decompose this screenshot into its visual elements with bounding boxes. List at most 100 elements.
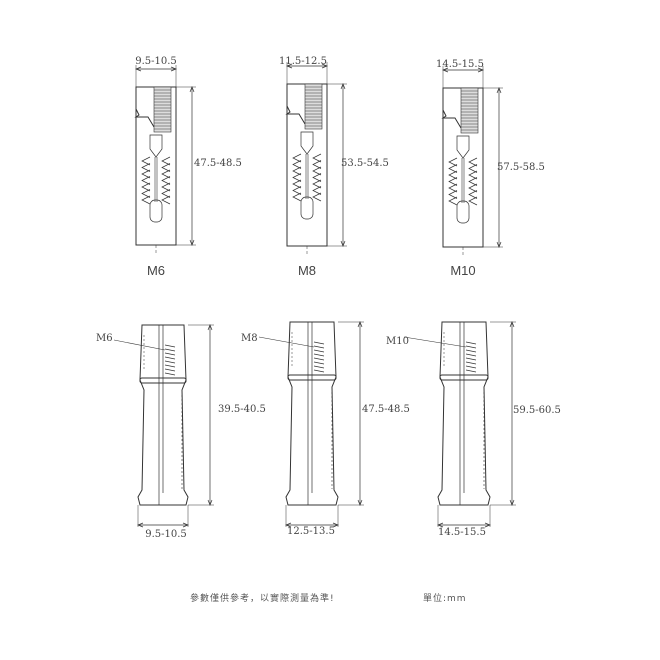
top-anchor-2 [441, 66, 503, 257]
rib-right [468, 190, 478, 199]
thread [465, 361, 477, 365]
width-dimension-arrow [437, 522, 491, 528]
rib-left [141, 189, 151, 198]
top-m10-label: M10 [450, 263, 475, 278]
rib-left [292, 179, 302, 189]
thread [164, 372, 176, 376]
rib-left [141, 182, 151, 192]
cone-slot [300, 131, 314, 155]
top-m8-width: 11.5-12.5 [279, 56, 327, 67]
width-dimension-arrow [137, 522, 189, 528]
length-dimension-arrow [496, 87, 502, 248]
rib-right [312, 160, 322, 169]
rib-left [292, 160, 302, 169]
leader-line [403, 336, 467, 348]
bottom-anchor-1 [258, 321, 364, 528]
width-dimension-arrow [135, 66, 177, 72]
anchor-cut [441, 109, 462, 129]
width-dimension-arrow [285, 522, 339, 528]
thread [313, 365, 325, 369]
thread [164, 344, 176, 348]
rib-right [312, 153, 322, 163]
rib-right [468, 183, 478, 193]
rib-right [468, 164, 478, 173]
rib-left [292, 173, 302, 182]
rib-left [292, 186, 302, 195]
rib-left [292, 192, 302, 202]
top-m10-length: 57.5-58.5 [497, 162, 545, 173]
thread [313, 369, 325, 373]
bottom-m6-width: 9.5-10.5 [145, 529, 187, 540]
thread [313, 349, 325, 353]
thread [164, 360, 176, 364]
bottom-slot [456, 200, 470, 224]
thread [465, 357, 477, 361]
bottom-slot [149, 199, 163, 223]
bottom-m8-width: 12.5-13.5 [287, 526, 335, 537]
rib-right [312, 186, 322, 195]
bottom-m6-length: 39.5-40.5 [218, 404, 266, 415]
rib-right [161, 182, 171, 192]
top-m8-length: 53.5-54.5 [341, 158, 389, 169]
bottom-m8-length: 47.5-48.5 [362, 404, 410, 415]
thread-section [153, 86, 172, 133]
rib-left [448, 196, 458, 206]
bottom-anchor-0 [113, 324, 214, 528]
thread [465, 345, 477, 349]
top-m10-width: 14.5-15.5 [436, 59, 484, 70]
rib-left [141, 163, 151, 172]
thread [465, 353, 477, 357]
footer-unit: 單位:mm [423, 594, 467, 604]
footer-note: 參數僅供參考，以實際測量為準! [190, 594, 335, 604]
width-dimension-arrow [286, 63, 328, 69]
top-anchor-1 [285, 62, 347, 256]
thread [313, 341, 325, 345]
leader-line [113, 339, 166, 351]
rib-left [448, 183, 458, 193]
length-dimension-arrow [189, 86, 195, 246]
thread [465, 369, 477, 373]
thread [465, 365, 477, 369]
thread [164, 348, 176, 352]
anchor-cut [134, 108, 155, 128]
length-dimension-arrow [357, 321, 363, 506]
thread [465, 341, 477, 345]
thread [313, 361, 325, 365]
top-m6-length: 47.5-48.5 [194, 158, 242, 169]
rib-right [312, 179, 322, 189]
rib-right [312, 192, 322, 202]
thread [164, 368, 176, 372]
rib-left [141, 156, 151, 166]
rib-left [448, 177, 458, 186]
bottom-m6-model: M6 [96, 333, 113, 344]
bottom-m10-width: 14.5-15.5 [438, 527, 486, 538]
rib-right [161, 176, 171, 185]
top-m6-width: 9.5-10.5 [135, 56, 177, 67]
leader-line [258, 336, 315, 348]
thread [164, 356, 176, 360]
thread [313, 357, 325, 361]
length-dimension-arrow [509, 321, 515, 506]
thread [164, 364, 176, 368]
length-dimension-arrow [207, 324, 213, 506]
rib-left [448, 164, 458, 173]
rib-left [141, 176, 151, 185]
bottom-m10-length: 59.5-60.5 [513, 405, 561, 416]
rib-left [141, 169, 151, 179]
rib-right [312, 166, 322, 176]
rib-left [292, 166, 302, 176]
bottom-m10-model: M10 [386, 336, 409, 347]
rib-left [141, 195, 151, 205]
bottom-m8-model: M8 [241, 333, 258, 344]
rib-left [448, 170, 458, 180]
rib-right [468, 157, 478, 167]
rib-right [468, 170, 478, 180]
bottom-slot [300, 196, 314, 220]
thread [164, 352, 176, 356]
rib-right [312, 173, 322, 182]
rib-right [161, 163, 171, 172]
thread [465, 349, 477, 353]
bottom-anchor-2 [403, 321, 516, 528]
top-anchor-0 [134, 65, 196, 255]
